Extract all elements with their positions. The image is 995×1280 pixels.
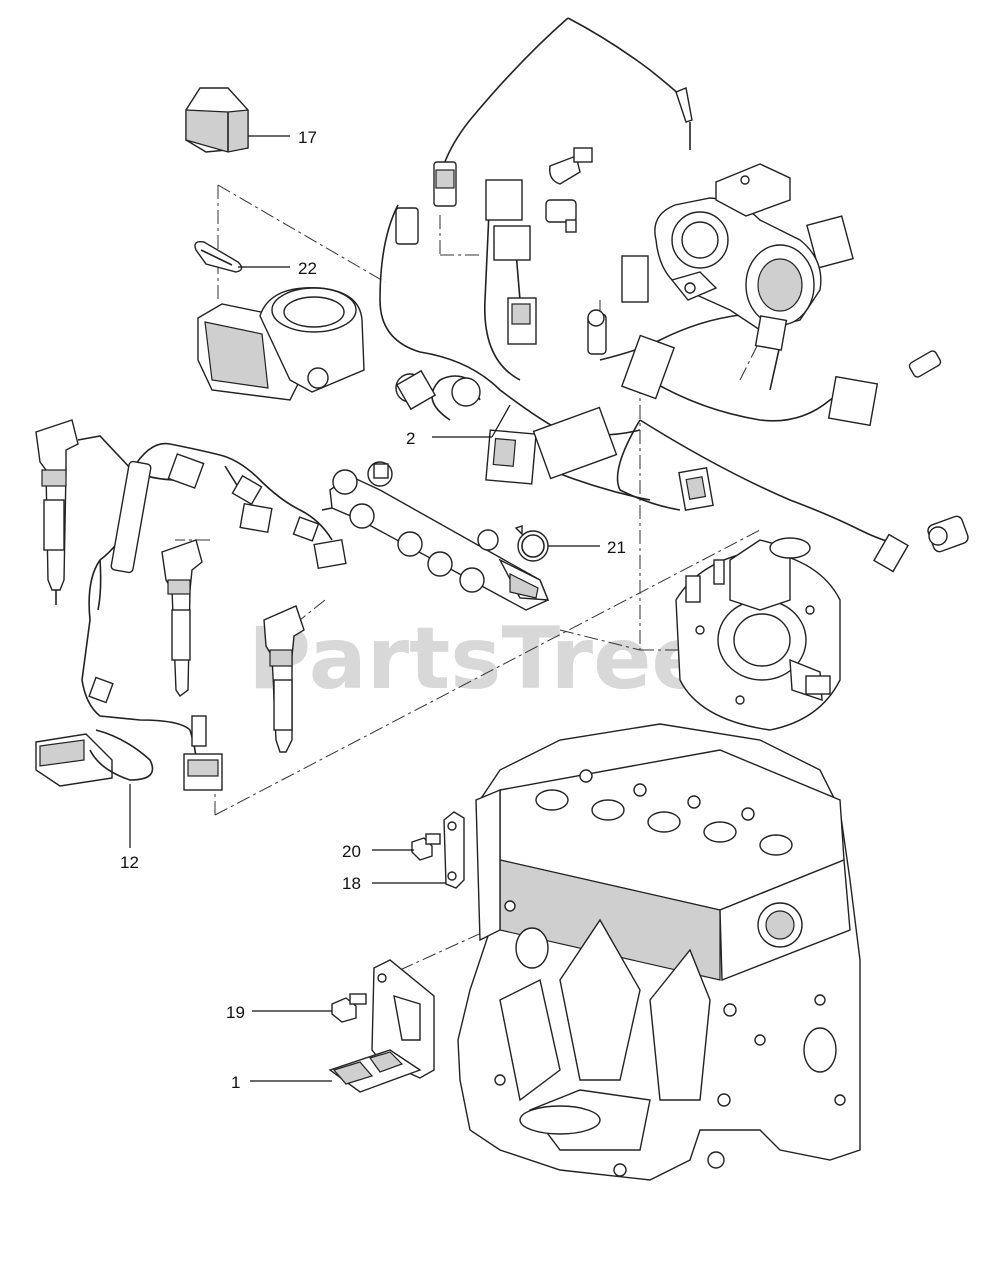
fuel-rail — [321, 461, 550, 611]
injector-2 — [161, 539, 203, 698]
callout-20: 20 — [342, 842, 361, 861]
part-2-wire-harness — [379, 17, 909, 573]
part-22-gasket — [194, 240, 243, 273]
leader-lines — [129, 135, 600, 1082]
callout-19: 19 — [226, 1003, 245, 1022]
part-18-bracket — [443, 811, 465, 889]
part-20-bolt — [411, 833, 441, 861]
fuel-pump — [675, 537, 841, 731]
part-19-bolt — [331, 993, 367, 1023]
fuel-injectors — [35, 419, 305, 753]
callout-21: 21 — [607, 538, 626, 557]
callout-17: 17 — [298, 128, 317, 147]
injector-3 — [263, 605, 305, 753]
watermark: PartsTree — [248, 609, 710, 709]
callout-1: 1 — [231, 1073, 240, 1092]
part-12-injector-harness — [35, 435, 347, 791]
part-17-connector-cover — [185, 87, 249, 153]
part-1-mounting-bracket — [328, 959, 435, 1093]
callout-2: 2 — [406, 429, 415, 448]
throttle-body — [197, 287, 365, 401]
callout-18: 18 — [342, 874, 361, 893]
callout-labels: 17 22 2 21 12 20 18 19 1 — [120, 128, 626, 1092]
egr-actuator — [654, 163, 822, 351]
sensors — [545, 87, 969, 553]
injector-1 — [35, 419, 79, 605]
part-21-hose-clamp — [514, 525, 549, 562]
engine-block — [457, 723, 861, 1181]
callout-12: 12 — [120, 853, 139, 872]
callout-22: 22 — [298, 259, 317, 278]
